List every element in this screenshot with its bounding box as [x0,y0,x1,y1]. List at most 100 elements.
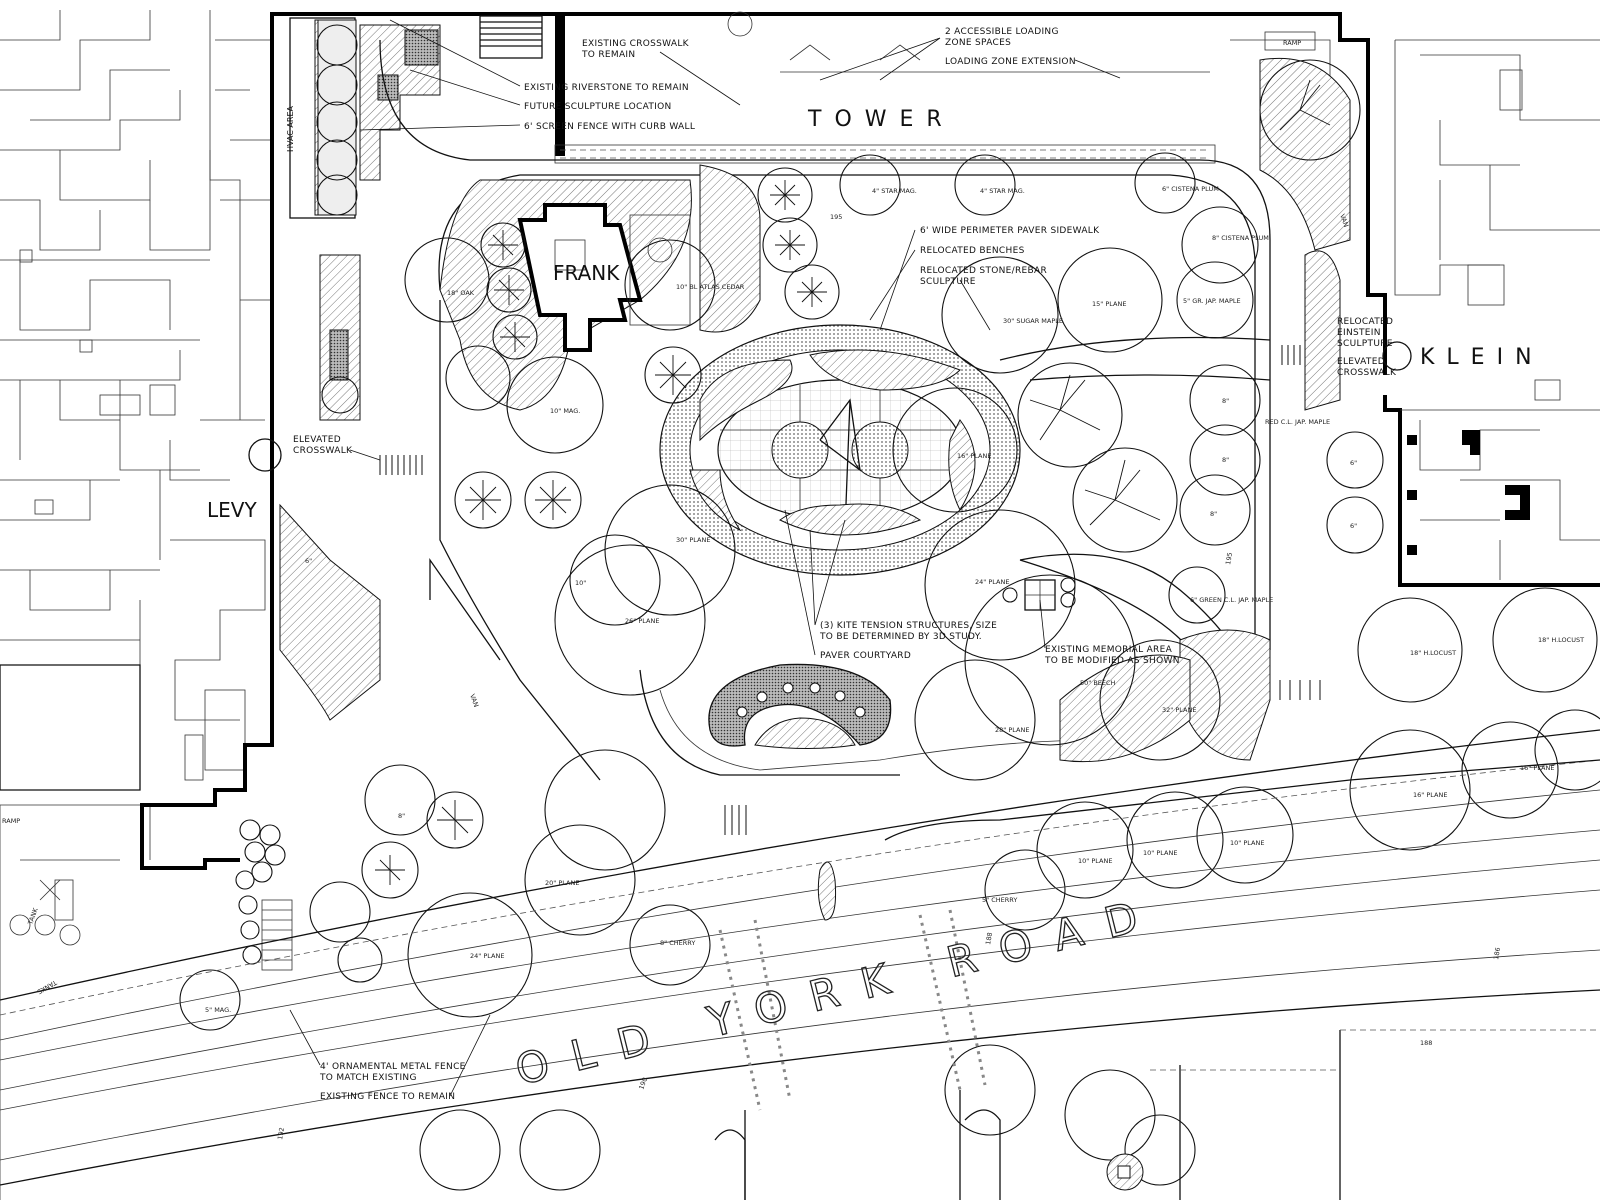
tree-label: 6" [305,557,312,565]
contour-label: 195 [830,213,842,221]
callout-relocated-sculpture-1: RELOCATED STONE/REBAR [920,266,1047,276]
crescent-planter [708,663,892,749]
tree-label: 8" CHERRY [660,939,695,947]
tree-label: 24" PLANE [975,578,1009,586]
callouts: EXISTING CROSSWALK TO REMAIN 2 ACCESSIBL… [289,19,1397,1102]
callout-relocated-sculpture-2: SCULPTURE [920,277,976,287]
tree-label: 32" PLANE [1162,706,1196,714]
tree-label: RED C.L. JAP. MAPLE [1265,418,1330,426]
tree-label: 16" PLANE [1413,791,1447,799]
tree-label: 30" PLANE [676,536,710,544]
levy-floorplan [0,10,270,1200]
callout-riverstone: EXISTING RIVERSTONE TO REMAIN [524,83,689,93]
callout-ornamental-fence-1: 4' ORNAMENTAL METAL FENCE [320,1062,466,1072]
tree-label: 18" H.LOCUST [1410,649,1456,657]
tree-label: 16" PLANE [957,452,991,460]
tree-label: 4" STAR MAG. [980,187,1025,195]
tree-label: 16" PLANE [1520,764,1554,772]
callout-elevated-crosswalk-left-1: ELEVATED [293,435,341,445]
tree-labels: 4" STAR MAG. 4" STAR MAG. 6" CISTENA PLU… [205,185,1584,1014]
tree-label: 10" BL ATLAS CEDAR [676,283,745,291]
tree-label: 50" BEECH [1080,679,1116,687]
crosswalks [379,345,1321,835]
callout-relocated-benches: RELOCATED BENCHES [920,246,1025,256]
callout-loading-spaces-2: ZONE SPACES [945,38,1011,48]
tree-label: 28" PLANE [995,726,1029,734]
tree-label: 18" H.LOCUST [1538,636,1584,644]
callout-relocated-einstein-3: SCULPTURE [1337,339,1393,349]
contour-label: 195 [1224,552,1234,566]
tree-label: 8" [1222,397,1229,405]
tree-label: 10" PLANE [1230,839,1264,847]
ramp-top-label: RAMP [1283,39,1301,47]
klein-crosswalk-marker [1382,341,1412,371]
shrub-cluster [235,819,293,971]
tree-label: 4" STAR MAG. [872,187,917,195]
callout-perimeter-sidewalk: 6' WIDE PERIMETER PAVER SIDEWALK [920,226,1100,236]
levy-building-outline [140,12,274,870]
tree-label: 8" CISTENA PLUM [1212,234,1269,242]
tree-label: 10" [575,579,586,587]
callout-existing-crosswalk-2: TO REMAIN [581,50,635,60]
tower-label: TOWER [807,107,955,132]
tree-label: 5" MAG. [205,1006,231,1014]
van-left-label: VAN [468,693,480,708]
hvac-area-label: HVAC AREA [286,105,295,152]
tree-label: 6" GREEN C.L. JAP. MAPLE [1190,596,1273,604]
tree-label: 5" CHERRY [982,896,1017,904]
callout-paver-courtyard: PAVER COURTYARD [820,651,911,661]
tree-label: 6" [1350,522,1357,530]
callout-elevated-crosswalk-right-1: ELEVATED [1337,357,1385,367]
paver-courtyard [659,324,1021,576]
tanks-label: TANKS [36,978,59,996]
tree-label: 8" [1210,510,1217,518]
frank-building [517,203,691,352]
tree-label: 10" MAG. [550,407,580,415]
contour-label: 188 [984,932,994,946]
screen-fence-plantings [316,19,441,421]
tree-label: 6" [1350,459,1357,467]
contour-label: 192 [276,1127,286,1141]
memorial-area [1002,577,1076,611]
callout-screen-fence: 6' SCREEN FENCE WITH CURB WALL [524,122,695,132]
tower-building-outline [272,12,1387,375]
contour-labels: 195 195 188 186 188 192 190 [276,213,1502,1140]
tree-label: 8" [398,812,405,820]
contour-label: 188 [1420,1039,1432,1047]
callout-existing-fence: EXISTING FENCE TO REMAIN [320,1092,455,1102]
tree-label: 10" PLANE [1143,849,1177,857]
klein-floorplan [1394,39,1600,580]
callout-loading-spaces-1: 2 ACCESSIBLE LOADING [945,27,1059,37]
callout-relocated-einstein-2: EINSTEIN [1337,328,1381,338]
callout-ornamental-fence-2: TO MATCH EXISTING [319,1073,417,1083]
callout-elevated-crosswalk-right-2: CROSSWALK [1337,368,1397,378]
svg-text:OLD YORK ROAD: OLD YORK ROAD [511,887,1166,1095]
callout-memorial-2: TO BE MODIFIED AS SHOWN [1044,656,1180,666]
tree-label: 15" PLANE [1092,300,1126,308]
road-label: OLD YORK ROAD [510,886,1167,1095]
levy-crosswalk-marker [248,438,282,472]
callout-kite-structures-2: TO BE DETERMINED BY 3D STUDY. [819,632,982,642]
klein-label: KLEIN [1420,345,1544,370]
klein-building-outline [1383,395,1600,587]
callout-loading-extension: LOADING ZONE EXTENSION [945,57,1076,67]
tree-label: 5" GR. JAP. MAPLE [1183,297,1241,305]
callout-existing-crosswalk-1: EXISTING CROSSWALK [582,39,690,49]
old-york-road [0,729,1600,1200]
tank-label: TANK [26,906,40,926]
ramp-left-label: RAMP [2,817,20,825]
tree-label: 18" OAK [447,289,475,297]
contour-label: 186 [1492,947,1502,961]
callout-future-sculpture: FUTURE SCULPTURE LOCATION [524,102,672,112]
callout-elevated-crosswalk-left-2: CROSSWALK [293,446,353,456]
contour-label: 190 [637,1076,649,1090]
tree-symbols [375,79,1331,885]
callout-relocated-einstein-1: RELOCATED [1337,317,1393,327]
tree-label: 10" PLANE [1078,857,1112,865]
callout-memorial-1: EXISTING MEMORIAL AREA [1045,645,1173,655]
frank-label: FRANK [553,261,620,285]
tree-label: 30" SUGAR MAPLE [1003,317,1063,325]
callout-kite-structures-1: (3) KITE TENSION STRUCTURES, SIZE [820,621,997,631]
tree-label: 26" PLANE [625,617,659,625]
